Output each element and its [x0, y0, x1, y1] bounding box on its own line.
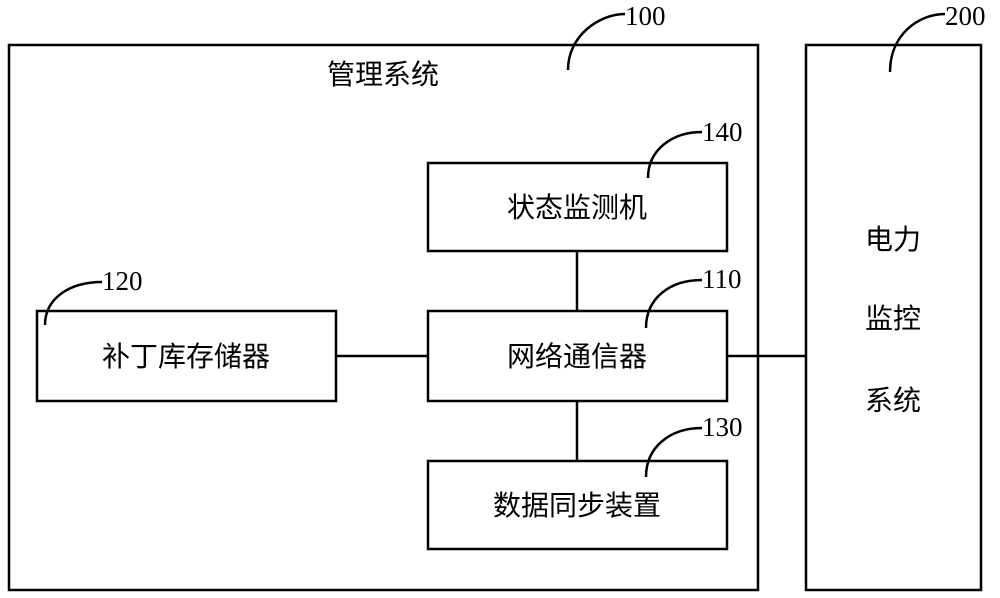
management-system-box: [7, 43, 760, 592]
power-monitoring-label-line-2: 监控: [865, 302, 921, 335]
ref-label-130: 130: [702, 412, 743, 442]
ref-leader-120: [43, 280, 103, 326]
ref-leader-110: [644, 278, 703, 329]
management-system-title: 管理系统: [327, 58, 439, 91]
power-monitoring-system-box: [804, 43, 983, 592]
ref-leader-200: [888, 12, 946, 73]
power-monitoring-label-line-3: 系统: [865, 384, 921, 417]
patch-library-storage-label: 补丁库存储器: [102, 340, 270, 373]
ref-label-140: 140: [702, 117, 743, 147]
data-sync-device-label: 数据同步装置: [493, 489, 661, 522]
ref-label-110: 110: [702, 264, 742, 294]
ref-label-200: 200: [945, 1, 986, 31]
ref-leader-130: [644, 426, 703, 478]
status-monitor-label: 状态监测机: [507, 191, 647, 224]
ref-label-120: 120: [102, 266, 143, 296]
ref-label-100: 100: [625, 1, 666, 31]
ref-leader-140: [646, 130, 703, 179]
ref-leader-100: [566, 12, 626, 71]
network-communicator-label: 网络通信器: [507, 340, 647, 373]
power-monitoring-label-line-1: 电力: [865, 223, 921, 256]
